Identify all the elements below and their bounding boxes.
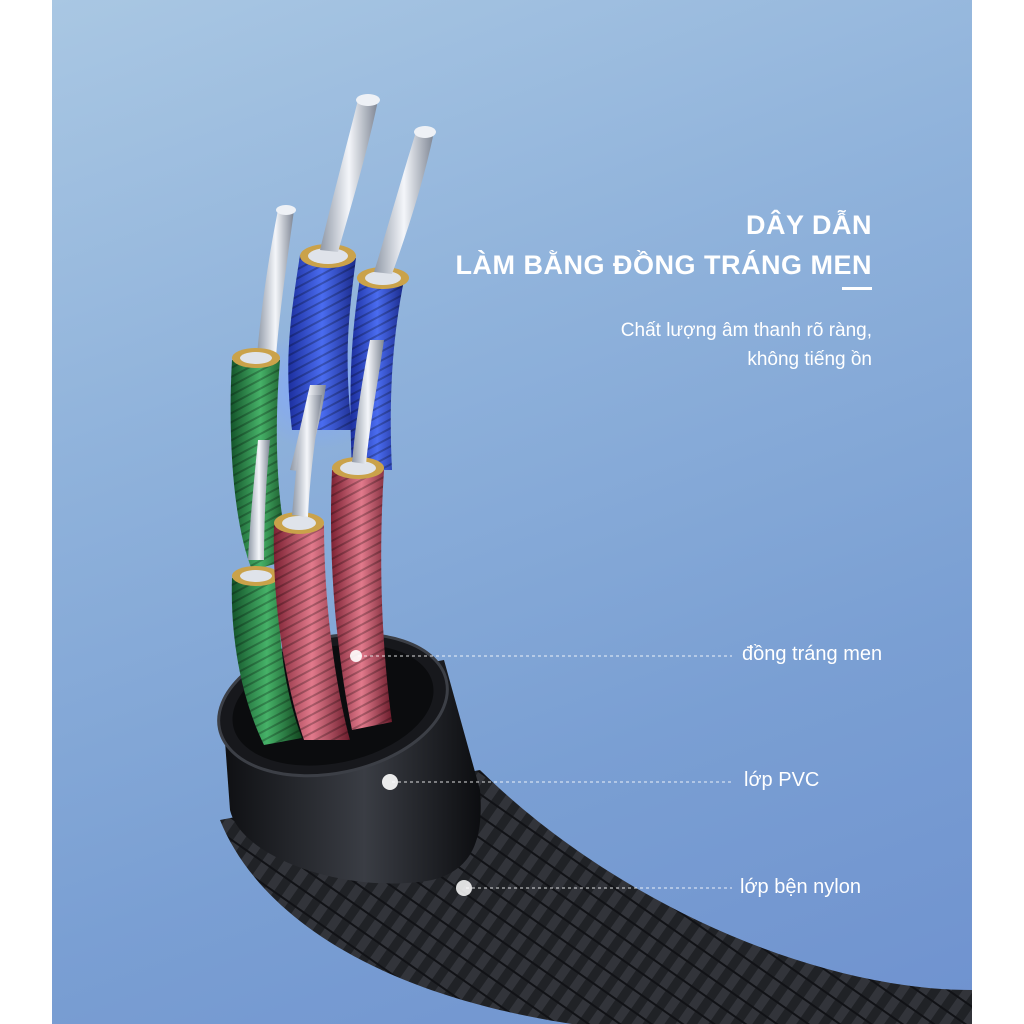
subtext-line-2: không tiếng ồn [747, 349, 872, 370]
callout-label-enamel-copper: đồng tráng men [742, 643, 883, 665]
cable-illustration [217, 94, 972, 1024]
headline-divider [842, 287, 872, 290]
subtext-line-1: Chất lượng âm thanh rõ ràng, [620, 320, 872, 341]
subtext: Chất lượng âm thanh rõ ràng, không tiếng… [621, 316, 872, 374]
callout-label-nylon-braid: lớp bện nylon [740, 876, 861, 898]
headline: DÂY DẪN LÀM BẰNG ĐỒNG TRÁNG MEN [456, 205, 872, 285]
headline-line-1: DÂY DẪN [745, 210, 872, 240]
product-banner: DÂY DẪN LÀM BẰNG ĐỒNG TRÁNG MEN Chất lượ… [52, 0, 972, 1024]
headline-line-2: LÀM BẰNG ĐỒNG TRÁNG MEN [455, 250, 872, 280]
callout-label-pvc-layer: lớp PVC [744, 769, 820, 791]
